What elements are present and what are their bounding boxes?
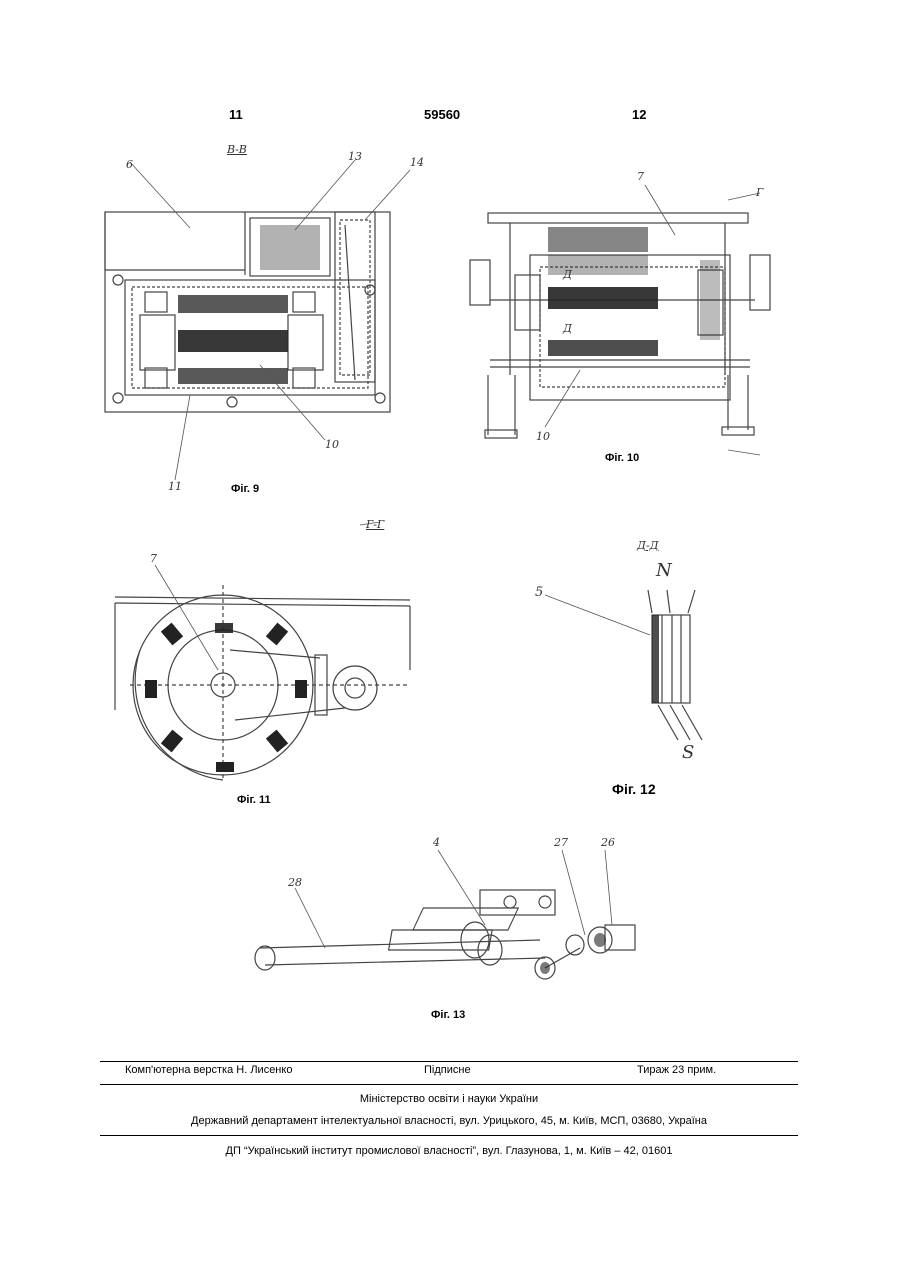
footer-circulation: Тираж 23 прим.: [637, 1064, 716, 1076]
fig13-ref-28: 28: [288, 876, 302, 889]
fig12-ref-5: 5: [535, 585, 543, 600]
footer-rule-middle: [100, 1084, 798, 1085]
figure-9-drawing: [100, 140, 400, 500]
fig13-caption: Фіг. 13: [431, 1009, 465, 1021]
fig12-caption: Фіг. 12: [612, 781, 656, 797]
fig10-section-mark-g: Г: [756, 186, 763, 199]
footer-institute: ДП “Український інститут промислової вла…: [100, 1145, 798, 1157]
fig10-section-mark-d1: Д: [563, 268, 572, 281]
fig11-section-label: Г-Г: [366, 518, 384, 531]
figure-11-drawing: [110, 540, 420, 790]
fig12-section-label: Д-Д: [637, 539, 659, 552]
fig9-ref-11: 11: [168, 480, 182, 493]
fig12-pole-south: S: [682, 742, 694, 763]
fig10-ref-10: 10: [536, 430, 550, 443]
footer-ministry: Міністерство освіти і науки України: [100, 1093, 798, 1105]
page-number-left: 11: [229, 107, 243, 122]
figure-10-drawing: [460, 175, 780, 465]
fig9-ref-13: 13: [348, 150, 362, 163]
footer-typesetting: Комп'ютерна верстка Н. Лисенко: [125, 1064, 292, 1076]
fig9-section-label: В-В: [227, 143, 247, 156]
fig11-caption: Фіг. 11: [237, 794, 271, 806]
fig9-caption: Фіг. 9: [231, 483, 259, 495]
footer-department: Державний департамент інтелектуальної вл…: [100, 1115, 798, 1127]
fig10-ref-7: 7: [637, 170, 644, 183]
fig12-pole-north: N: [656, 560, 672, 581]
page-number-right: 12: [632, 107, 646, 122]
fig10-caption: Фіг. 10: [605, 452, 639, 464]
figure-13-drawing: [240, 840, 660, 1000]
fig9-ref-6: 6: [126, 158, 133, 171]
fig13-ref-4: 4: [433, 836, 440, 849]
footer-rule-bottom: [100, 1135, 798, 1136]
fig13-ref-26: 26: [601, 836, 615, 849]
fig10-section-mark-d2: Д: [563, 322, 572, 335]
footer-rule-top: [100, 1061, 798, 1062]
patent-number: 59560: [424, 107, 460, 122]
figure-12-drawing: [530, 545, 730, 775]
fig9-ref-10: 10: [325, 438, 339, 451]
fig9-ref-14: 14: [410, 156, 424, 169]
fig11-ref-7: 7: [150, 552, 157, 565]
footer-signed: Підписне: [424, 1064, 471, 1076]
fig13-ref-27: 27: [554, 836, 568, 849]
